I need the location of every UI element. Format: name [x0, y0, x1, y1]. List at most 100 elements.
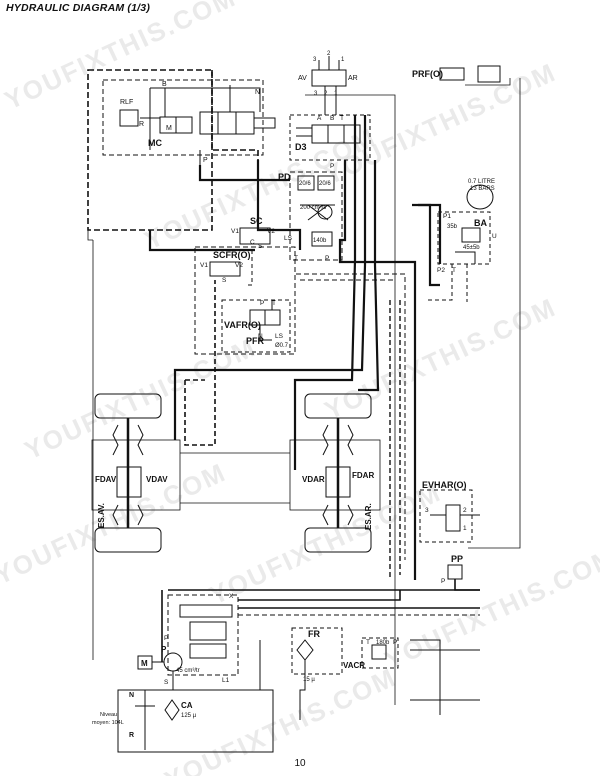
label-pd: PD: [278, 172, 291, 182]
label-scfr: SCFR(O): [213, 250, 251, 260]
dashed-link: [296, 273, 406, 560]
front-spring: [112, 424, 144, 456]
label-es-ar: ES.AR.: [364, 503, 373, 530]
rear-axle-body: [289, 439, 381, 511]
tank-n: N: [129, 692, 134, 699]
page-number: 10: [294, 758, 306, 769]
unit-pipes: [161, 589, 480, 662]
pp-pipe: [454, 579, 480, 591]
evhar-box: [419, 489, 473, 543]
port-ls-vafr: LS: [275, 333, 284, 340]
vafr-pipes: [259, 300, 273, 341]
joystick-pipes: [324, 86, 337, 115]
hydraulic-unit: [117, 589, 480, 753]
label-mc: MC: [148, 138, 162, 148]
pd-flow: 200 cm³/tr: [300, 205, 327, 211]
port-b: B: [162, 81, 167, 88]
evhar-port-3: 3: [425, 507, 429, 514]
mc-directional-valve: [235, 111, 255, 135]
label-evhar: EVHAR(O): [422, 480, 467, 490]
port-p-unit: P: [164, 635, 168, 642]
unit-valve-2: [189, 621, 227, 641]
d3-port-2: 2: [324, 91, 328, 97]
port-p-vafr: P: [260, 300, 264, 307]
d3-spool-cell: [343, 124, 361, 144]
ca-filter: [164, 699, 180, 721]
ba-accumulator: [466, 184, 494, 210]
label-prf: PRF(O): [412, 69, 443, 79]
mc-spool-cell: [175, 116, 193, 134]
label-rlf: RLF: [120, 99, 133, 106]
mc-directional-valve: [199, 111, 219, 135]
evhar-valve: [445, 504, 461, 532]
port-s-pump: S: [164, 679, 169, 686]
dashed-link: [389, 300, 401, 580]
port-t-vafr: T: [272, 300, 276, 307]
port-m: M: [166, 125, 172, 132]
label-es-av: ES.AV.: [97, 503, 106, 528]
pfr-orifice: Ø0.7: [275, 343, 289, 349]
port-v2-scfr: V2: [235, 262, 243, 269]
ba-setting: 35b: [447, 224, 458, 230]
mc-lever: [254, 117, 276, 129]
pipe: [256, 160, 302, 250]
fr-filter: [296, 639, 314, 661]
d3-port-3: 3: [314, 91, 318, 97]
joystick-box: [311, 69, 347, 87]
tank-level-2: moyen: 104L: [92, 720, 124, 726]
label-fdar: FDAR: [352, 471, 374, 480]
prf-box: [439, 67, 465, 81]
fr-pipe: [299, 660, 306, 720]
axle-pipe: [180, 452, 290, 504]
ba-feed: [418, 203, 442, 264]
label-d3: D3: [295, 142, 307, 152]
port-r: R: [139, 121, 144, 128]
port-p1: P1: [443, 213, 451, 220]
pipe: [412, 203, 440, 287]
label-motor: M: [141, 659, 148, 668]
port-n: N: [255, 89, 260, 96]
pd-box: [289, 171, 343, 261]
frame-line: [468, 78, 521, 549]
tank-pipes: [144, 640, 261, 750]
joystick-n2: 2: [327, 51, 331, 57]
pd-cell-left: [297, 175, 315, 191]
tank-r: R: [129, 732, 134, 739]
port-s-sc: S: [258, 243, 263, 250]
front-axle-body: [91, 439, 181, 511]
port-p-pd: P: [325, 255, 329, 262]
vacr-valve: [371, 644, 387, 660]
port-p-vacr: P: [393, 639, 397, 646]
main-pipes: [148, 115, 440, 580]
pipe: [358, 160, 380, 392]
label-sc: SC: [250, 216, 263, 226]
port-p-d3: P: [330, 163, 334, 170]
ca-filter-value: 125 µ: [181, 713, 197, 719]
watermark-text: YOUFIXTHIS.COM: [320, 292, 561, 426]
port-v1-scfr: V1: [200, 262, 208, 269]
pipe: [338, 160, 417, 580]
frame-line: [305, 94, 396, 705]
port-b-d3: B: [330, 115, 334, 122]
joystick-pins: [318, 56, 340, 70]
pp-switch: [447, 564, 463, 580]
port-n-vafr: N: [258, 333, 263, 340]
dashed-link: [245, 250, 253, 286]
d3-port-1: 1: [334, 91, 338, 97]
label-vdar: VDAR: [302, 475, 325, 484]
port-v2-sc: V2: [267, 228, 275, 235]
pd-cell-right: [317, 175, 335, 191]
pipe: [293, 115, 357, 470]
vafr-cell: [264, 309, 281, 326]
fr-filter-value: 15 µ: [303, 677, 315, 683]
scfr-box: [194, 246, 296, 355]
label-fr: FR: [308, 629, 320, 639]
port-a-d3: A: [317, 115, 322, 122]
d3-spool-cell: [311, 124, 329, 144]
label-pump: P: [161, 645, 167, 654]
port-v1-sc: V1: [231, 228, 239, 235]
front-axle: [91, 393, 181, 553]
